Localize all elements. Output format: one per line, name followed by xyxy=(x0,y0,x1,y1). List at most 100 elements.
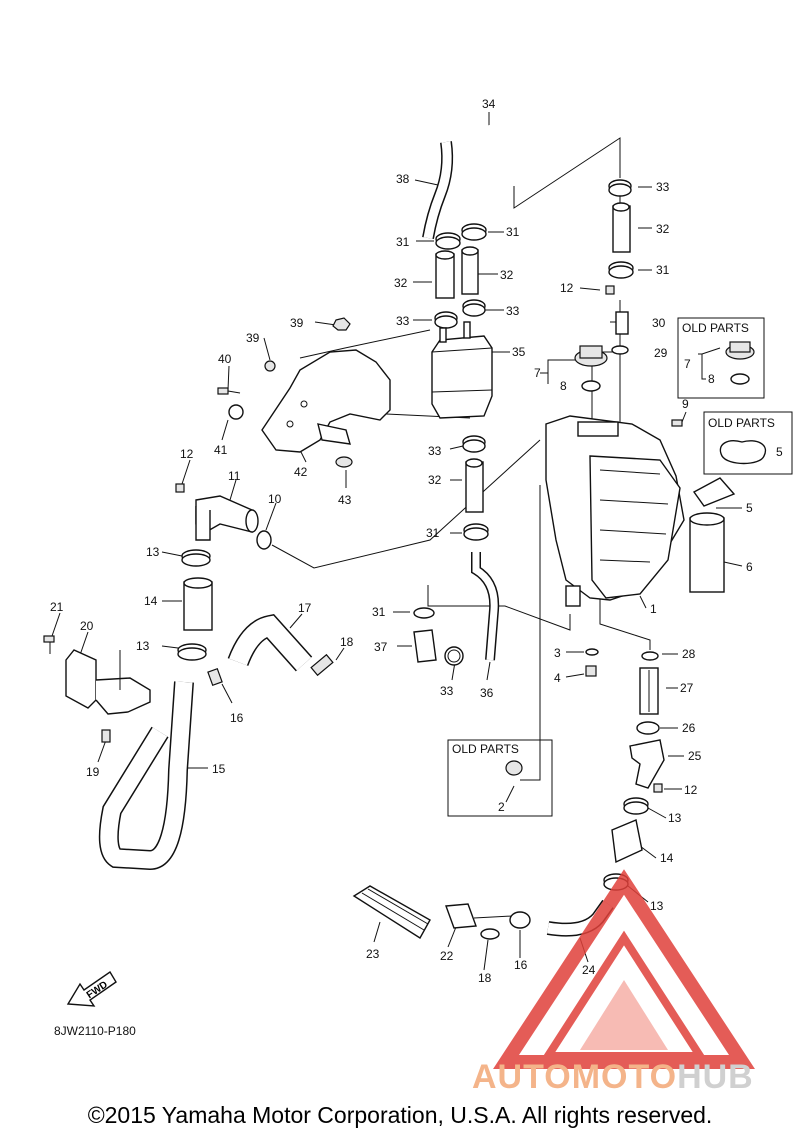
hose-32-d xyxy=(465,458,484,513)
clamp-33-c xyxy=(462,299,486,317)
callout-13c: 13 xyxy=(668,811,682,825)
bolt-9 xyxy=(671,419,683,427)
cap-22 xyxy=(445,903,477,929)
hose-32-b xyxy=(461,246,479,295)
callout-32b: 32 xyxy=(500,268,514,282)
callout-14a: 14 xyxy=(144,594,158,608)
callout-33a: 33 xyxy=(656,180,670,194)
bolt-40 xyxy=(217,387,241,395)
callout-13b: 13 xyxy=(136,639,150,653)
callout-34: 34 xyxy=(482,97,496,111)
callout-2: 2 xyxy=(498,800,505,814)
elbow-11 xyxy=(195,495,259,541)
callout-3: 3 xyxy=(554,646,561,660)
callout-32d: 32 xyxy=(428,473,442,487)
callout-29: 29 xyxy=(654,346,668,360)
callout-10: 10 xyxy=(268,492,282,506)
oring-8 xyxy=(581,380,601,392)
hose-clamp-31-a xyxy=(435,232,461,250)
callout-11: 11 xyxy=(228,469,241,483)
oldcap-7 xyxy=(725,341,755,360)
oldring-8 xyxy=(730,373,750,385)
callout-16b: 16 xyxy=(514,958,528,972)
callout-31d: 31 xyxy=(426,526,440,540)
callout-35: 35 xyxy=(512,345,526,359)
clamp-33-a xyxy=(608,179,632,197)
hose-clamp-31-e xyxy=(413,607,435,619)
callout-4: 4 xyxy=(554,671,561,685)
automotohub-logo-icon xyxy=(493,869,755,1069)
callout-38: 38 xyxy=(396,172,410,186)
callout-18b: 18 xyxy=(478,971,492,985)
fitting-30 xyxy=(615,311,629,335)
bolt-12-b xyxy=(605,285,615,295)
callout-13d: 13 xyxy=(650,899,664,913)
clip-16-a xyxy=(207,667,223,687)
old-parts-label-2: OLD PARTS xyxy=(708,416,775,430)
callout-32c: 32 xyxy=(656,222,670,236)
callout-37: 37 xyxy=(374,640,388,654)
copyright-footer: ©2015 Yamaha Motor Corporation, U.S.A. A… xyxy=(87,1102,713,1128)
bolt-21 xyxy=(43,635,55,654)
hose-32-c xyxy=(612,202,631,253)
old-parts-labels: OLD PARTS OLD PARTS OLD PARTS xyxy=(452,321,775,756)
clamp-33-d xyxy=(462,435,486,453)
callout-5a: 5 xyxy=(776,445,783,459)
bolt-12-a xyxy=(175,483,185,493)
clamp-13-c xyxy=(623,797,649,815)
hose-clamp-31-d xyxy=(463,523,489,541)
clamp-18b xyxy=(480,928,500,940)
plug-4 xyxy=(585,665,597,677)
callout-18a: 18 xyxy=(340,635,354,649)
callout-33b: 33 xyxy=(396,314,410,328)
nut-39 xyxy=(332,317,351,331)
callout-9: 9 xyxy=(682,397,689,411)
callout-31b: 31 xyxy=(506,225,520,239)
valve-18-a xyxy=(310,653,334,677)
plate-5 xyxy=(692,477,736,507)
clamp-33-b xyxy=(434,311,458,329)
callout-14b: 14 xyxy=(660,851,674,865)
callout-26: 26 xyxy=(682,721,696,735)
callout-42: 42 xyxy=(294,465,308,479)
sleeve-14-b xyxy=(611,819,643,864)
clamp-13-b xyxy=(177,643,207,661)
callout-32a: 32 xyxy=(394,276,408,290)
grommet-43 xyxy=(335,456,353,468)
fitting-25 xyxy=(629,739,665,789)
oring-28 xyxy=(641,651,659,661)
bracket-20 xyxy=(65,649,151,743)
callout-27: 27 xyxy=(680,681,694,695)
old-parts-box-plug xyxy=(447,739,553,817)
callout-31c: 31 xyxy=(656,263,670,277)
callout-31a: 31 xyxy=(396,235,410,249)
callout-12c: 12 xyxy=(684,783,698,797)
old-parts-box-cap xyxy=(677,317,765,399)
grommet-39b xyxy=(264,360,276,372)
hose-clamp-31-b xyxy=(461,223,487,241)
callout-30: 30 xyxy=(652,316,666,330)
callout-33d: 33 xyxy=(428,444,442,458)
strainer-27 xyxy=(639,667,659,715)
duct-23 xyxy=(352,885,431,939)
hose-32-a xyxy=(435,250,455,299)
callout-20: 20 xyxy=(80,619,94,633)
filler-cap-7 xyxy=(574,345,608,367)
callout-12b: 12 xyxy=(560,281,574,295)
callout-15: 15 xyxy=(212,762,226,776)
canister-35 xyxy=(431,321,493,419)
callout-40: 40 xyxy=(218,352,232,366)
sleeve-14-a xyxy=(183,577,213,631)
oring-26 xyxy=(636,721,660,735)
callout-31e: 31 xyxy=(372,605,386,619)
callout-1: 1 xyxy=(650,602,657,616)
callout-8b: 8 xyxy=(708,372,715,386)
callout-19: 19 xyxy=(86,765,100,779)
callout-41: 41 xyxy=(214,443,228,457)
callout-13a: 13 xyxy=(146,545,160,559)
callout-43: 43 xyxy=(338,493,352,507)
oil-tank-1 xyxy=(545,415,685,607)
clamp-13-a xyxy=(181,549,211,567)
old-parts-label-3: OLD PARTS xyxy=(452,742,519,756)
